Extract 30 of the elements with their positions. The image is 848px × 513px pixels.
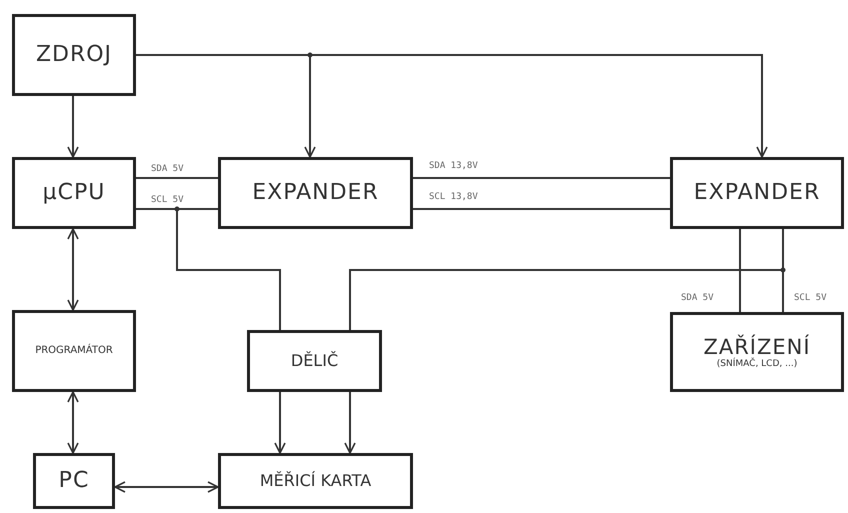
block-label: EXPANDER [252, 180, 379, 206]
block-label: PROGRAMÁTOR [35, 345, 113, 357]
connector-line [344, 392, 356, 454]
expander-box [218, 157, 413, 229]
block-label: ZAŘÍZENÍ [703, 334, 811, 359]
connector-line [67, 391, 79, 454]
connector-line [413, 177, 670, 179]
block-label: PC [58, 468, 90, 494]
connector-line [67, 96, 79, 158]
device-box [670, 312, 844, 392]
block-label: ZDROJ [36, 42, 112, 68]
expander-box [670, 157, 844, 229]
microcontroller-box [12, 157, 136, 229]
connector-line [136, 177, 218, 179]
edge-label: SDA 13,8V [428, 161, 479, 172]
edge-label: SCL 13,8V [428, 192, 479, 203]
connector-line [274, 392, 286, 454]
connector-line [114, 481, 219, 493]
block-label: DĚLIČ [290, 352, 338, 370]
connector-line [739, 229, 741, 312]
programmer-box [12, 310, 136, 392]
block-label: MĚŘICÍ KARTA [260, 472, 372, 490]
measurement-card-box [218, 453, 413, 509]
block-label: µCPU [42, 180, 106, 206]
connector-line [67, 228, 79, 311]
block-label: EXPANDER [694, 180, 820, 206]
computer-box [33, 453, 115, 509]
block-sublabel: (SNÍMAČ, LCD, ...) [716, 358, 798, 370]
connector-line [413, 208, 670, 210]
power-source-box [12, 14, 136, 96]
